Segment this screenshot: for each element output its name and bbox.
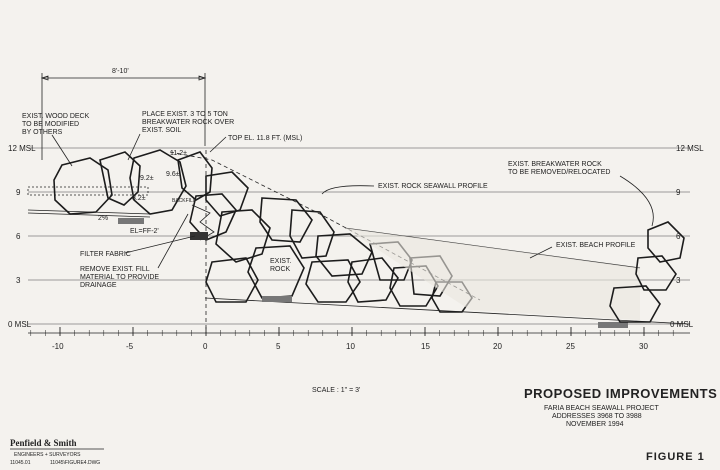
breakwater-rock-3	[609, 285, 661, 323]
title-addresses: ADDRESSES 3968 TO 3988	[552, 413, 642, 420]
left-el-9: 9	[16, 188, 21, 197]
right-el-6: 6	[676, 232, 681, 241]
file-name: 11045\FIGURE4.DWG	[50, 460, 100, 466]
x-label-0: 0	[203, 342, 208, 351]
label-place-rock-2: BREAKWATER ROCK OVER	[142, 119, 234, 126]
label-el-92: 9.2±	[140, 175, 154, 182]
label-el-82: 8.2±	[132, 195, 146, 202]
breakwater-rock-1	[647, 221, 685, 263]
label-wood-deck-2: TO BE MODIFIED	[22, 121, 79, 128]
right-el-12: 12 MSL	[676, 144, 704, 153]
label-backfill: BACKFILL	[172, 198, 196, 204]
footing-hatch-right	[598, 322, 628, 328]
placed-rock-1	[53, 157, 113, 215]
label-place-rock-3: EXIST. SOIL	[142, 127, 181, 134]
left-el-6: 6	[16, 232, 21, 241]
label-seawall-profile: EXIST. ROCK SEAWALL PROFILE	[378, 183, 488, 190]
beach-profile-line	[204, 297, 691, 325]
label-place-rock-1: PLACE EXIST. 3 TO 5 TON	[142, 111, 228, 118]
leader-wood-deck	[51, 134, 73, 167]
label-el-ff: EL=FF-2'	[130, 228, 159, 235]
finish-floor-line-2	[27, 212, 151, 218]
seawall-rock-9	[305, 259, 361, 303]
x-label-20: 20	[493, 342, 502, 351]
dim-arrows	[40, 75, 207, 81]
label-remove-fill-2: MATERIAL TO PROVIDE	[80, 274, 159, 281]
leader-remove-fill	[157, 213, 189, 269]
title-project: FARIA BEACH SEAWALL PROJECT	[544, 405, 659, 412]
placed-rock-2	[99, 151, 141, 206]
x-label-5: 5	[276, 342, 281, 351]
x-label-m5: -5	[126, 342, 134, 351]
leader-top-el	[209, 136, 227, 153]
company-tagline: ENGINEERS + SURVEYORS	[14, 452, 81, 458]
left-el-3: 3	[16, 276, 21, 285]
dim-label: 8'-10'	[112, 68, 129, 75]
seawall-rock-2	[189, 193, 237, 241]
placed-rock-3	[129, 149, 187, 215]
label-filter: FILTER FABRIC	[80, 251, 131, 258]
x-label-25: 25	[566, 342, 575, 351]
x-label-15: 15	[421, 342, 430, 351]
scale-note: SCALE : 1" = 3'	[312, 387, 360, 394]
label-beach-profile: EXIST. BEACH PROFILE	[556, 242, 636, 249]
seawall-rock-5	[289, 209, 335, 259]
left-el-12: 12 MSL	[8, 144, 36, 153]
seawall-rock-4	[259, 197, 313, 243]
title-date: NOVEMBER 1994	[566, 421, 624, 428]
company-name: Penfield & Smith	[10, 438, 77, 448]
leader-filter	[124, 235, 196, 254]
seawall-rock-10	[347, 257, 399, 303]
label-wood-deck-1: EXIST. WOOD DECK	[22, 113, 90, 120]
right-el-3: 3	[676, 276, 681, 285]
left-el-0: 0 MSL	[8, 320, 32, 329]
wood-deck	[27, 186, 149, 196]
footing-hatch-mid	[262, 296, 292, 302]
label-remove-fill-1: REMOVE EXIST. FILL	[80, 266, 150, 273]
drain-pipe	[190, 232, 208, 240]
label-breakwater-2: TO BE REMOVED/RELOCATED	[508, 169, 610, 176]
figure-number: FIGURE 1	[646, 451, 705, 463]
seawall-rock-8	[315, 233, 373, 277]
right-el-9: 9	[676, 188, 681, 197]
beach-sand-fill	[345, 228, 640, 320]
leader-beach	[529, 246, 553, 259]
label-el-112: 11.2±	[170, 150, 187, 157]
label-remove-fill-3: DRAINAGE	[80, 282, 117, 289]
x-label-m10: -10	[52, 342, 64, 351]
job-number: 11045.01	[10, 460, 31, 466]
label-exist-rock-2: ROCK	[270, 266, 291, 273]
leader-breakwater	[619, 175, 654, 227]
x-label-10: 10	[346, 342, 355, 351]
label-top-el: TOP EL. 11.8 FT. (MSL)	[228, 135, 302, 142]
label-slope: 2%	[98, 215, 108, 222]
filter-fabric-line	[191, 204, 215, 241]
seawall-rock-3	[215, 209, 271, 263]
right-el-0: 0 MSL	[670, 320, 694, 329]
label-el-96: 9.6±	[166, 171, 180, 178]
label-exist-rock-1: EXIST.	[270, 258, 291, 265]
breakwater-rock-2	[635, 255, 677, 291]
x-axis-ticks	[30, 327, 674, 336]
seawall-rock-7	[205, 257, 259, 303]
leader-place-rock	[127, 133, 141, 161]
x-label-30: 30	[639, 342, 648, 351]
label-breakwater-1: EXIST. BREAKWATER ROCK	[508, 161, 602, 168]
leader-seawall	[321, 185, 375, 195]
title-main: PROPOSED IMPROVEMENTS	[524, 386, 717, 401]
footing-hatch-left	[118, 218, 144, 224]
placed-rock-4	[177, 151, 213, 201]
label-wood-deck-3: BY OTHERS	[22, 129, 63, 136]
